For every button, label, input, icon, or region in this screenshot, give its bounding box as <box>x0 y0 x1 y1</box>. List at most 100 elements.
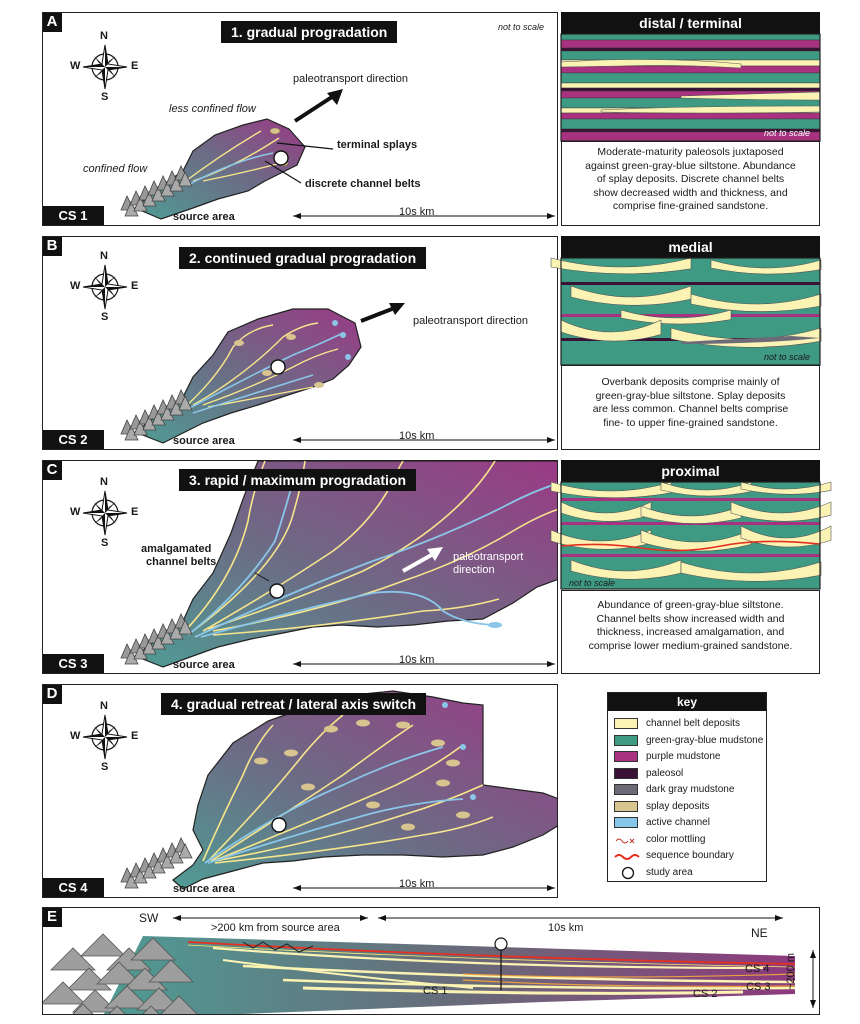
confined-label: confined flow <box>83 163 148 175</box>
stage-title: 2. continued gradual progradation <box>179 247 427 269</box>
panel-a-map: A 1. gradual progradation not to scale N… <box>42 12 558 226</box>
paleotransport-label-1: paleotransport <box>491 693 558 705</box>
discrete-belts-label: discrete channel belts <box>305 178 421 190</box>
legend-item: active channel <box>608 816 766 830</box>
compass-e: E <box>131 506 139 518</box>
paleotransport-label-2: direction <box>503 706 545 718</box>
scale-label: 10s km <box>399 654 435 666</box>
compass-s: S <box>101 91 109 103</box>
ne-label: NE <box>751 926 768 940</box>
legend-label: sequence boundary <box>646 850 734 861</box>
height-label: ~200 m <box>785 953 797 990</box>
fan-diagram-a <box>120 89 555 220</box>
compass-rose <box>82 490 128 536</box>
circle-icon <box>621 866 635 879</box>
legend-swatch <box>614 767 638 779</box>
cs4-label: CS 4 <box>745 963 770 975</box>
compass-n: N <box>100 30 108 42</box>
cs-badge: CS 1 <box>43 206 104 225</box>
from-source-label: >200 km from source area <box>211 922 340 934</box>
cs-badge: CS 3 <box>43 654 104 673</box>
not-to-scale-label: not to scale <box>569 578 616 588</box>
terminal-splays-label: terminal splays <box>337 139 418 151</box>
legend-label: dark gray mudstone <box>646 784 735 795</box>
legend-label: active channel <box>646 817 710 828</box>
legend-swatch <box>614 800 638 812</box>
panel-letter: A <box>43 13 62 32</box>
legend-item: splay deposits <box>608 800 766 814</box>
compass-s: S <box>101 761 109 773</box>
not-to-scale-label: not to scale <box>764 352 811 362</box>
legend-swatch <box>614 784 638 795</box>
section-description: Overbank deposits comprise mainly of gre… <box>561 365 820 450</box>
compass-rose <box>82 264 128 310</box>
compass-w: W <box>70 60 81 72</box>
section-title: medial <box>561 236 820 258</box>
compass-s: S <box>101 311 109 323</box>
legend-item: paleosol <box>608 767 766 781</box>
amalgamated-label-2: channel belts <box>146 556 217 568</box>
panel-letter: E <box>43 908 62 927</box>
source-area-label: source area <box>173 211 235 223</box>
compass-w: W <box>70 280 81 292</box>
legend-item: dark gray mudstone <box>608 783 766 797</box>
compass-n: N <box>100 250 108 262</box>
legend-swatch <box>614 817 638 828</box>
cs-badge: CS 2 <box>43 430 104 449</box>
cs1-label: CS 1 <box>423 985 448 997</box>
sw-label: SW <box>139 911 159 925</box>
scale-label: 10s km <box>548 922 584 934</box>
fan-diagram-d <box>120 690 557 891</box>
legend-label: splay deposits <box>646 800 710 812</box>
compass-rose <box>82 714 128 760</box>
compass-e: E <box>131 60 139 72</box>
legend-item: study area <box>608 866 766 880</box>
cross-section <box>43 915 816 1014</box>
legend-item: channel belt deposits <box>608 717 766 731</box>
panel-b-map: B 2. continued gradual progradation N S … <box>42 236 558 450</box>
legend-label: green-gray-blue mudstone <box>646 734 764 746</box>
section-description: Moderate-maturity paleosols juxtaposed a… <box>561 141 820 226</box>
paleotransport-label: paleotransport direction <box>293 73 408 85</box>
stage-title: 3. rapid / maximum progradation <box>179 469 417 491</box>
legend-label: color mottling <box>646 833 706 845</box>
legend-item: green-gray-blue mudstone <box>608 734 766 748</box>
legend-swatch <box>614 718 638 729</box>
legend-item: color mottling <box>608 833 766 847</box>
compass-e: E <box>131 730 139 742</box>
panel-letter: D <box>43 685 62 704</box>
source-area-label: source area <box>173 883 235 895</box>
stage-title: 1. gradual progradation <box>221 21 398 43</box>
panel-e-cross-section: E SW NE >200 km from source area 10s k <box>42 907 820 1015</box>
section-title: proximal <box>561 460 820 482</box>
cs2-label: CS 2 <box>693 988 718 1000</box>
scale-label: 10s km <box>399 878 435 890</box>
cs3-label: CS 3 <box>746 981 771 993</box>
amalgamated-label-1: amalgamated <box>141 543 212 555</box>
legend-label: channel belt deposits <box>646 718 740 729</box>
cs-badge: CS 4 <box>43 878 104 897</box>
panel-d-map: D 4. gradual retreat / lateral axi <box>42 684 558 898</box>
legend-item: purple mudstone <box>608 750 766 764</box>
compass-w: W <box>70 506 81 518</box>
panel-c-map: C 3. rapid / maximum progradation N S W … <box>42 460 558 674</box>
legend-label: purple mudstone <box>646 751 721 762</box>
legend-swatch <box>614 751 638 762</box>
scale-label: 10s km <box>399 430 435 442</box>
compass-w: W <box>70 730 81 742</box>
not-to-scale-label: not to scale <box>498 22 545 32</box>
fan-diagram-b <box>120 303 555 444</box>
compass-n: N <box>100 700 108 712</box>
legend-swatch <box>614 734 638 746</box>
not-to-scale-label: not to scale <box>764 128 811 138</box>
paleotransport-label: paleotransport direction <box>413 315 528 327</box>
panel-letter: C <box>43 461 62 480</box>
legend-item: sequence boundary <box>608 849 766 863</box>
panel-letter: B <box>43 237 62 256</box>
paleotransport-label-2: direction <box>453 564 495 576</box>
seqbound-icon <box>614 854 640 860</box>
